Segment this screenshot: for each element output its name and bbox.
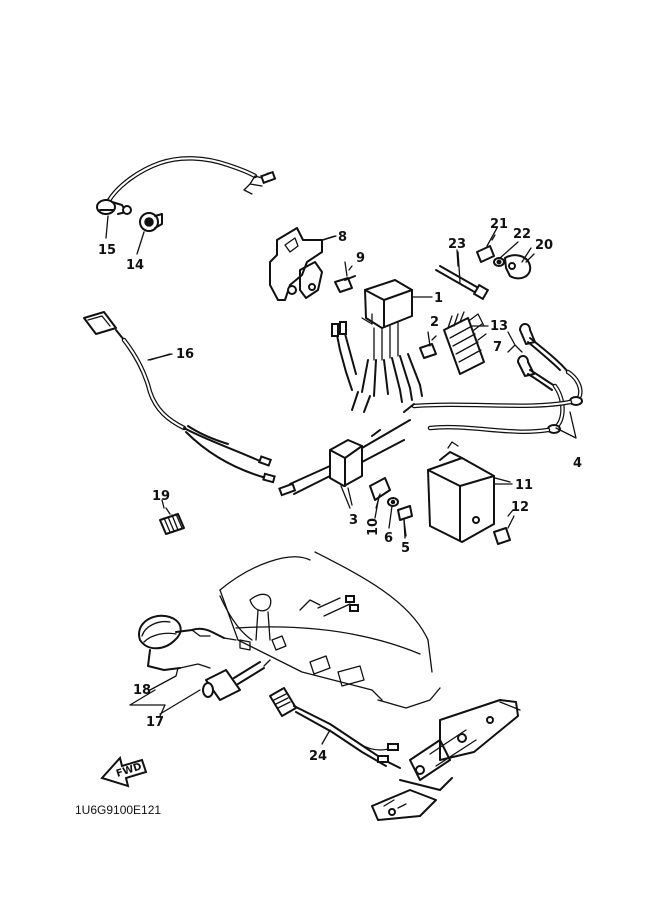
callout-7: 7 [493, 340, 502, 355]
part-9-bolt [334, 265, 356, 293]
callout-11: 11 [515, 478, 533, 493]
callout-1: 1 [434, 291, 443, 306]
part-21-screw [476, 234, 496, 263]
leader-lines [105, 215, 577, 745]
part-3-ignition-coil [278, 419, 411, 506]
part-20-clamp [504, 253, 535, 280]
callout-13: 13 [490, 319, 508, 334]
callout-6: 6 [384, 531, 393, 546]
callout-2: 2 [430, 315, 439, 330]
callout-9: 9 [356, 251, 365, 266]
callout-5: 5 [401, 541, 410, 556]
callout-21: 21 [490, 217, 508, 232]
callout-19: 19 [152, 489, 170, 504]
part-11-cover [427, 441, 511, 543]
callout-22: 22 [513, 227, 531, 242]
part-1-cdi-unit [331, 279, 423, 413]
part-8-bracket [269, 227, 337, 301]
callout-20: 20 [535, 238, 553, 253]
callout-23: 23 [448, 237, 466, 252]
part-4-high-tension-leads [371, 369, 583, 437]
part-6-washer [387, 497, 399, 507]
callout-8: 8 [338, 230, 347, 245]
callout-4: 4 [573, 456, 582, 471]
part-23-cable-tie [435, 251, 490, 301]
part-18-lanyard [138, 614, 237, 671]
callout-12: 12 [511, 500, 529, 515]
part-17-stop-switch [202, 659, 271, 701]
callout-3: 3 [349, 513, 358, 528]
part-14-switch [139, 212, 163, 232]
part-10-bracket [369, 477, 391, 509]
lower-cowling [219, 551, 441, 709]
linkage-bracket [371, 699, 521, 821]
part-7-plug-caps [517, 323, 569, 391]
callout-17: 17 [146, 715, 164, 730]
fwd-arrow-icon: FWD [100, 755, 148, 788]
part-19-spring [159, 507, 185, 535]
part-24-sensor-lead [269, 687, 401, 769]
part-16-wire-harness [83, 311, 276, 484]
diagram-code: 1U6G9100E121 [75, 803, 161, 817]
callout-10: 10 [366, 518, 381, 536]
part-2-screw [419, 335, 437, 359]
part-15-lead-wire [96, 156, 277, 215]
callout-14: 14 [126, 258, 144, 273]
callout-16: 16 [176, 347, 194, 362]
callout-18: 18 [133, 683, 151, 698]
part-13-terminal-block [443, 311, 487, 375]
part-22-washer [493, 257, 505, 267]
callout-24: 24 [309, 749, 327, 764]
part-12-bolt [493, 515, 515, 545]
callout-labels: 1 2 3 4 5 6 7 8 9 10 11 12 13 14 15 16 1… [98, 217, 582, 764]
callout-15: 15 [98, 243, 116, 258]
